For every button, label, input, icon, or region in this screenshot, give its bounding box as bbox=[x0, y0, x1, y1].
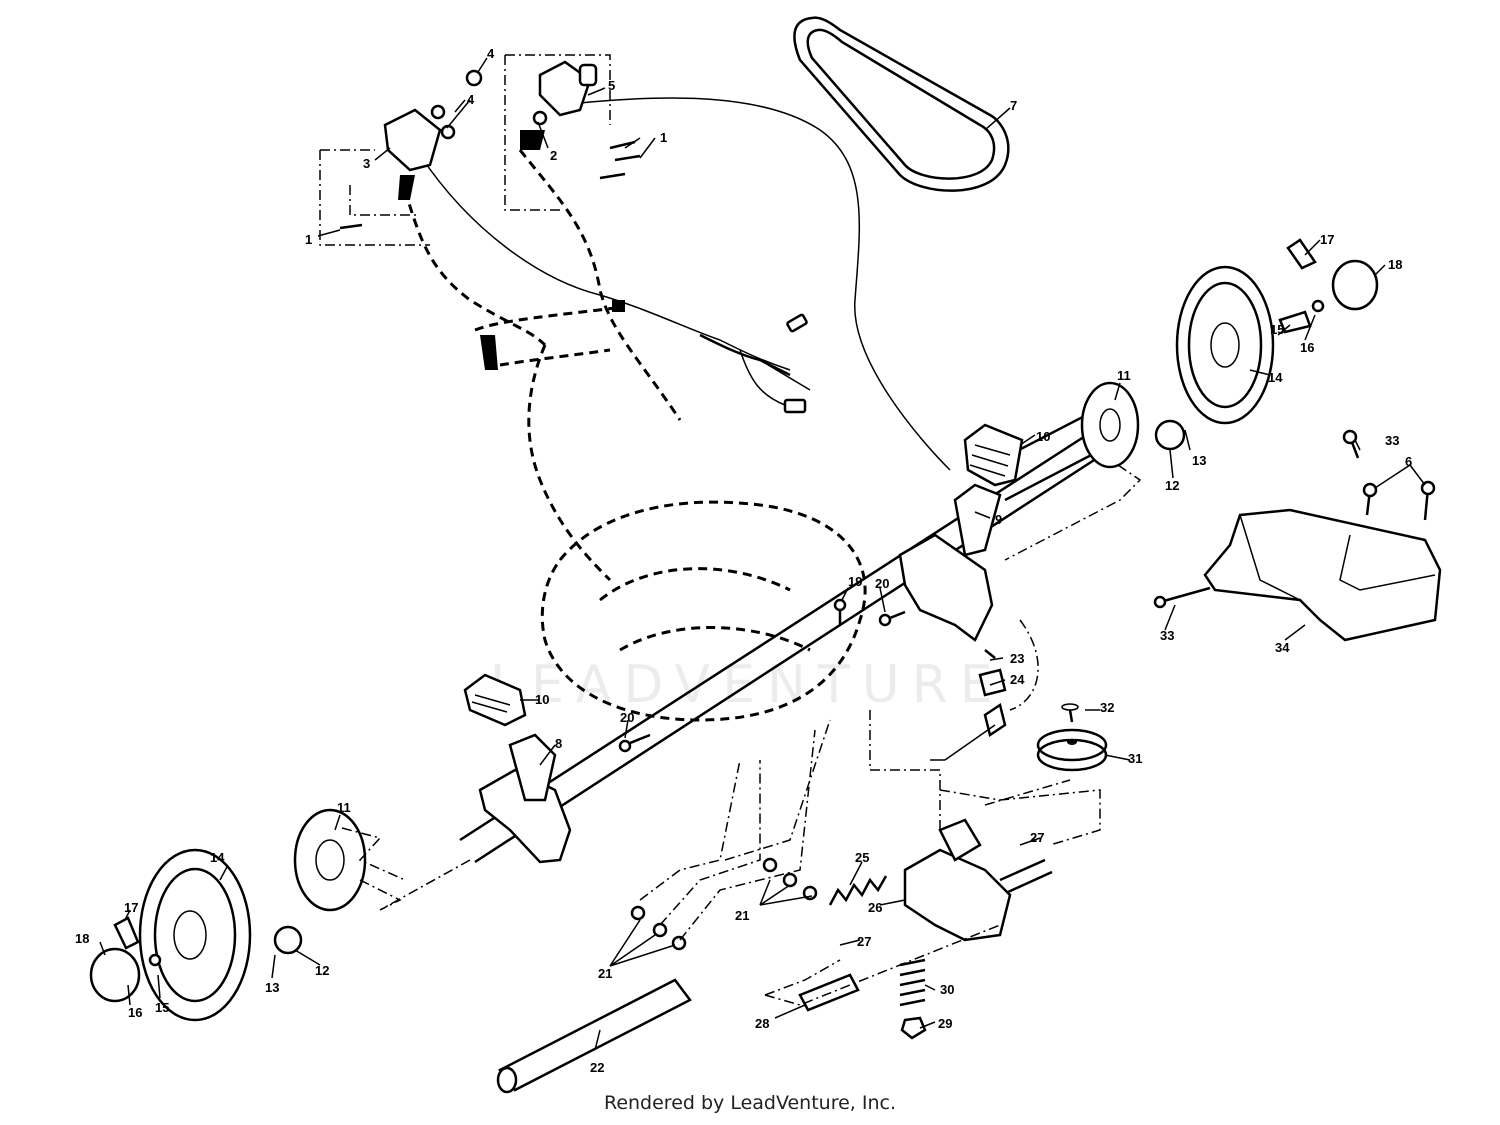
callout-12: 12 bbox=[315, 963, 329, 978]
callout-26: 26 bbox=[868, 900, 882, 915]
callout-19: 19 bbox=[848, 574, 862, 589]
callout-25: 25 bbox=[855, 850, 869, 865]
callout-22: 22 bbox=[590, 1060, 604, 1075]
callout-labels: 1 1 2 3 4 4 5 6 7 8 9 10 10 11 11 12 12 … bbox=[75, 46, 1412, 1075]
drive-pulley[interactable] bbox=[1036, 728, 1108, 772]
leader-lines bbox=[99, 57, 1426, 1051]
drive-gear-left[interactable] bbox=[273, 925, 303, 955]
callout-4: 4 bbox=[467, 92, 475, 107]
callout-18: 18 bbox=[1388, 257, 1402, 272]
hubcap-right[interactable] bbox=[1331, 259, 1379, 311]
callout-6: 6 bbox=[1405, 454, 1412, 469]
callout-33: 33 bbox=[1385, 433, 1399, 448]
wheel-cover-right[interactable] bbox=[1080, 381, 1140, 469]
callout-28: 28 bbox=[755, 1016, 769, 1031]
callout-15: 15 bbox=[1270, 322, 1284, 337]
callout-15: 15 bbox=[155, 1000, 169, 1015]
callout-27: 27 bbox=[857, 934, 871, 949]
callout-13: 13 bbox=[265, 980, 279, 995]
callout-13: 13 bbox=[1192, 453, 1206, 468]
transmission[interactable] bbox=[903, 818, 1053, 942]
spring-25 bbox=[828, 875, 888, 906]
callout-27: 27 bbox=[1030, 830, 1044, 845]
callout-33: 33 bbox=[1160, 628, 1174, 643]
callout-8: 8 bbox=[555, 736, 562, 751]
hubcap-left[interactable] bbox=[89, 947, 141, 1003]
wheel-cover-left[interactable] bbox=[293, 808, 367, 912]
callout-29: 29 bbox=[938, 1016, 952, 1031]
callout-3: 3 bbox=[363, 156, 370, 171]
callout-20: 20 bbox=[875, 576, 889, 591]
spring-30 bbox=[899, 958, 926, 1007]
callout-20: 20 bbox=[620, 710, 634, 725]
control-lever-right[interactable] bbox=[538, 60, 592, 117]
wheel-right[interactable] bbox=[1175, 265, 1275, 425]
axle-tube-22[interactable] bbox=[496, 978, 692, 1094]
callout-21: 21 bbox=[735, 908, 749, 923]
upper-handle bbox=[403, 149, 682, 582]
callout-14: 14 bbox=[210, 850, 225, 865]
watermark: LEADVENTURE bbox=[490, 655, 1005, 715]
callout-24: 24 bbox=[1010, 672, 1025, 687]
callout-16: 16 bbox=[128, 1005, 142, 1020]
callout-11: 11 bbox=[1117, 368, 1131, 383]
callout-12: 12 bbox=[1165, 478, 1179, 493]
height-adjuster-lever[interactable] bbox=[953, 483, 1002, 557]
callout-30: 30 bbox=[940, 982, 954, 997]
callout-1: 1 bbox=[660, 130, 667, 145]
callout-11: 11 bbox=[337, 800, 351, 815]
callout-18: 18 bbox=[75, 931, 89, 946]
callout-9: 9 bbox=[995, 512, 1002, 527]
footer-credit: Rendered by LeadVenture, Inc. bbox=[603, 1092, 897, 1114]
height-adjuster-housing[interactable] bbox=[898, 533, 994, 642]
callout-2: 2 bbox=[550, 148, 557, 163]
callout-17: 17 bbox=[124, 900, 138, 915]
belt[interactable] bbox=[793, 16, 1010, 192]
callout-17: 17 bbox=[1320, 232, 1334, 247]
callout-14: 14 bbox=[1268, 370, 1283, 385]
callout-7: 7 bbox=[1010, 98, 1017, 113]
handle-grip-upper[interactable] bbox=[963, 423, 1024, 487]
callout-4: 4 bbox=[487, 46, 495, 61]
control-cable bbox=[559, 97, 951, 471]
callout-10: 10 bbox=[1036, 429, 1050, 444]
callout-5: 5 bbox=[608, 78, 615, 93]
drive-gear-right[interactable] bbox=[1154, 419, 1186, 451]
shaft-28[interactable] bbox=[798, 973, 860, 1012]
callout-34: 34 bbox=[1275, 640, 1290, 655]
callout-1: 1 bbox=[305, 232, 312, 247]
callout-16: 16 bbox=[1300, 340, 1314, 355]
callout-21: 21 bbox=[598, 966, 612, 981]
callout-31: 31 bbox=[1128, 751, 1142, 766]
control-lever-left[interactable] bbox=[383, 108, 442, 172]
engine-outline bbox=[540, 500, 867, 722]
callout-23: 23 bbox=[1010, 651, 1024, 666]
callout-32: 32 bbox=[1100, 700, 1114, 715]
wheel-left[interactable] bbox=[138, 848, 252, 1022]
callout-10: 10 bbox=[535, 692, 549, 707]
discharge-chute[interactable] bbox=[1203, 508, 1442, 642]
